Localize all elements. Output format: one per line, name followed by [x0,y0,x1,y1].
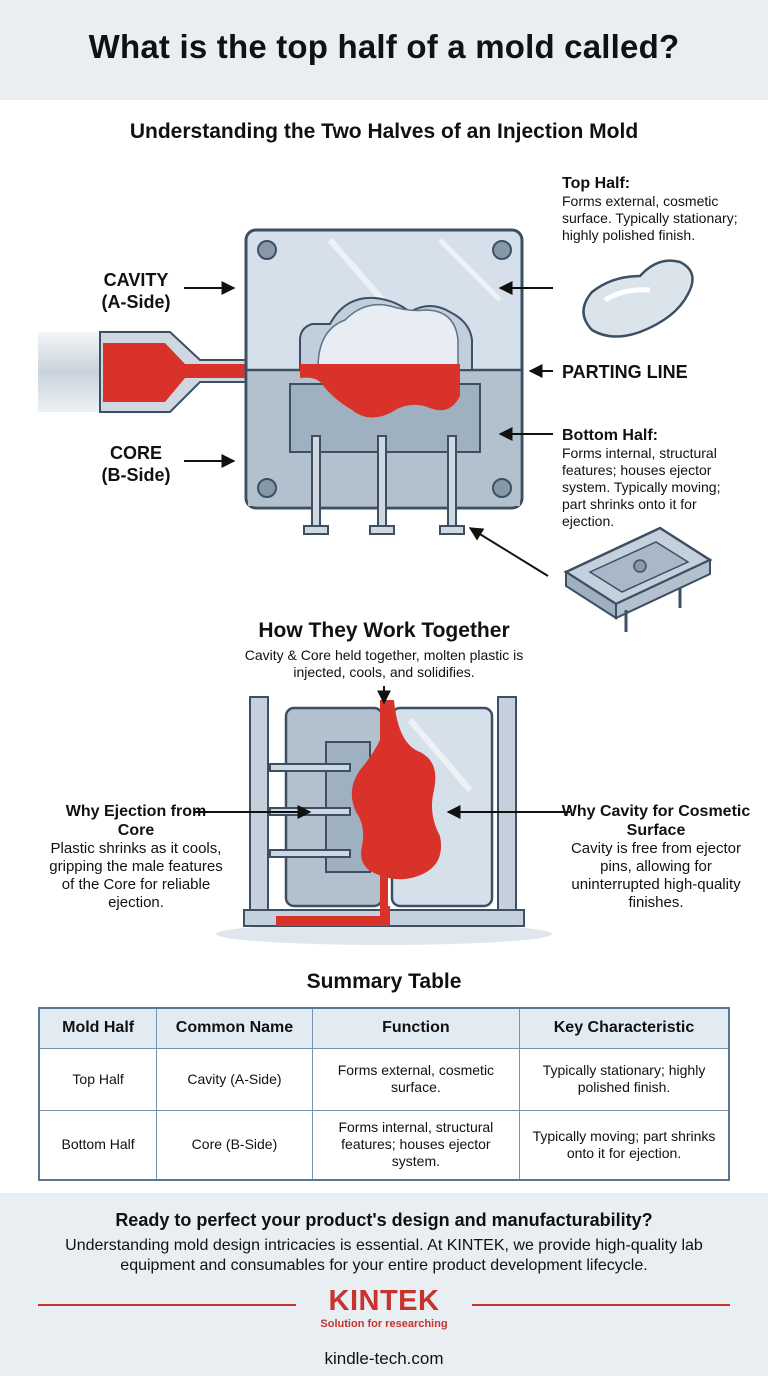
table-cell: Bottom Half [38,1109,158,1181]
core-label-name: CORE [109,443,162,463]
bottom-half-note: Bottom Half: Forms internal, structural … [562,426,738,530]
mold-block [244,228,524,535]
how-they-work-caption: Cavity & Core held together, molten plas… [244,647,524,680]
divider-right [472,1304,730,1306]
table-header-cell: Mold Half [38,1007,158,1049]
top-half-note: Top Half: Forms external, cosmetic surfa… [562,174,738,244]
table-cell: Cavity (A-Side) [156,1047,313,1111]
table-header-cell: Key Characteristic [519,1007,730,1049]
header-banner: What is the top half of a mold called? [0,0,768,100]
how-they-work-title: How They Work Together [258,619,510,642]
ejection-note-text: Plastic shrinks as it cools, gripping th… [49,840,223,911]
top-half-part-illustration [582,259,694,338]
table-cell: Typically stationary; highly polished fi… [519,1047,730,1111]
divider-left [38,1304,296,1306]
cosmetic-note-title: Why Cavity for Cosmetic Surface [561,803,751,839]
bottom-half-part-illustration [563,526,713,632]
summary-table: Mold Half Common Name Function Key Chara… [38,1007,730,1181]
mold-assembly-diagram [194,686,570,945]
table-row: Top Half Cavity (A-Side) Forms external,… [38,1047,730,1111]
table-cell: Top Half [38,1047,158,1111]
table-header-cell: Function [311,1007,521,1049]
bottom-half-note-text: Forms internal, structural features; hou… [562,445,721,529]
brand-tagline: Solution for researching [320,1318,448,1330]
ejection-note: Why Ejection from Core Plastic shrinks a… [48,802,224,912]
mold-halves-diagram [38,228,713,632]
ejector-arrow [468,527,549,577]
summary-title: Summary Table [306,970,462,993]
cta-text: Understanding mold design intricacies is… [65,1237,703,1274]
table-row: Bottom Half Core (B-Side) Forms internal… [38,1109,730,1181]
cosmetic-note-text: Cavity is free from ejector pins, allowi… [570,840,742,911]
cavity-label: CAVITY (A-Side) [86,269,186,313]
table-header-row: Mold Half Common Name Function Key Chara… [38,1007,730,1049]
kintek-logo: KINTEK [328,1285,440,1317]
injection-nozzle [38,331,301,413]
table-cell: Typically moving; part shrinks onto it f… [519,1109,730,1181]
table-cell: Forms external, cosmetic surface. [311,1047,521,1111]
cosmetic-note: Why Cavity for Cosmetic Surface Cavity i… [556,802,756,912]
footer-cta: Ready to perfect your product's design a… [0,1193,768,1376]
table-cell: Core (B-Side) [156,1109,313,1181]
table-header-cell: Common Name [156,1007,313,1049]
website-link[interactable]: kindle-tech.com [324,1349,444,1368]
diagram-subtitle: Understanding the Two Halves of an Injec… [129,120,639,143]
page-title: What is the top half of a mold called? [88,28,680,65]
cavity-label-side: (A-Side) [101,292,171,312]
core-label: CORE (B-Side) [86,442,186,486]
parting-line-label: PARTING LINE [562,362,688,382]
top-half-note-title: Top Half: [562,175,631,192]
top-half-note-text: Forms external, cosmetic surface. Typica… [562,193,738,243]
ejection-note-title: Why Ejection from Core [65,803,207,839]
cavity-label-name: CAVITY [103,270,169,290]
core-label-side: (B-Side) [101,465,171,485]
cta-title: Ready to perfect your product's design a… [115,1210,653,1230]
table-cell: Forms internal, structural features; hou… [311,1109,521,1181]
bottom-half-note-title: Bottom Half: [562,427,658,444]
